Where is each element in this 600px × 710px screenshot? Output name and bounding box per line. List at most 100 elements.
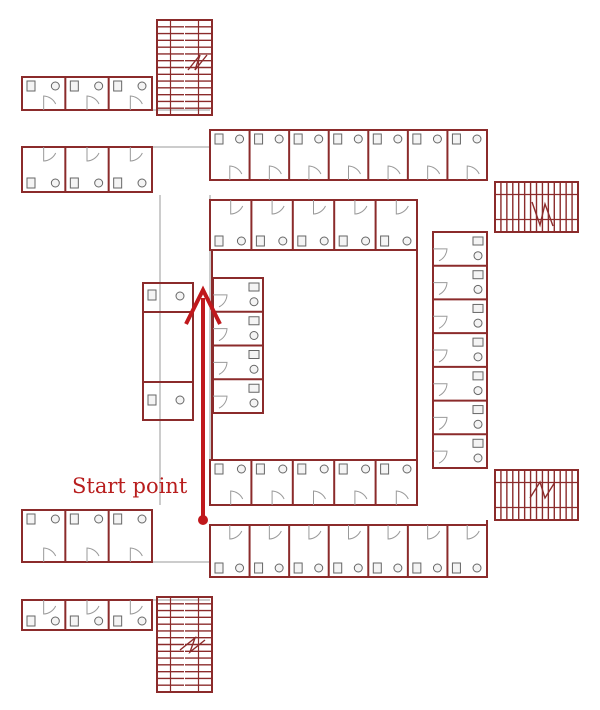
toilet-icon [338, 235, 348, 247]
door-swing-icon [129, 95, 143, 110]
sink-icon [278, 236, 288, 246]
toilet-icon [333, 133, 343, 145]
door-swing-icon [230, 490, 244, 505]
toilet-icon [214, 235, 224, 247]
toilet-icon [372, 133, 382, 145]
sink-icon [235, 134, 245, 144]
sink-icon [278, 464, 288, 474]
door-swing-icon [213, 361, 228, 375]
door-swing-icon [466, 525, 480, 540]
sink-icon [361, 464, 371, 474]
door-swing-icon [213, 294, 228, 308]
sink-icon [472, 563, 482, 573]
sink-icon [137, 514, 147, 524]
sink-icon [432, 563, 442, 573]
sink-icon [137, 616, 147, 626]
sink-icon [175, 395, 185, 405]
door-swing-icon [348, 165, 361, 180]
toilet-icon [297, 235, 307, 247]
toilet-icon [451, 133, 461, 145]
sink-icon [274, 134, 284, 144]
toilet-icon [451, 562, 461, 574]
sink-icon [473, 386, 483, 396]
room-block-outline [142, 282, 194, 421]
toilet-icon [248, 350, 260, 359]
toilet-icon [472, 303, 484, 313]
toilet-icon [333, 562, 343, 574]
door-swing-icon [43, 147, 57, 162]
sink-icon [137, 81, 147, 91]
toilet-icon [69, 80, 79, 92]
sink-icon [175, 291, 185, 301]
sink-icon [314, 134, 324, 144]
door-swing-icon [387, 165, 401, 180]
toilet-icon [113, 513, 123, 525]
toilet-icon [255, 463, 265, 475]
toilet-icon [248, 316, 260, 326]
door-swing-icon [86, 600, 100, 615]
sink-icon [94, 81, 104, 91]
sink-icon [249, 297, 259, 307]
door-swing-icon [433, 315, 448, 329]
door-swing-icon [433, 248, 448, 262]
toilet-icon [69, 177, 79, 189]
sink-icon [353, 563, 363, 573]
door-swing-icon [230, 200, 244, 215]
room-row [21, 509, 153, 563]
sink-icon [353, 134, 363, 144]
sink-icon [319, 464, 329, 474]
sink-icon [393, 134, 403, 144]
door-swing-icon [313, 490, 326, 505]
door-swing-icon [427, 525, 441, 540]
toilet-icon [26, 177, 36, 189]
toilet-icon [147, 289, 157, 301]
sink-icon [473, 352, 483, 362]
toilet-icon [472, 438, 484, 448]
sink-icon [361, 236, 371, 246]
sink-icon [473, 284, 483, 294]
door-swing-icon [213, 328, 228, 342]
door-swing-icon [86, 547, 100, 562]
toilet-icon [338, 463, 348, 475]
door-swing-icon [427, 165, 441, 180]
door-swing-icon [229, 165, 243, 180]
toilet-icon [113, 80, 123, 92]
door-swing-icon [354, 200, 368, 215]
route-path [184, 285, 222, 525]
sink-icon [236, 236, 246, 246]
start-point-label: Start point [72, 474, 188, 498]
toilet-icon [214, 463, 224, 475]
toilet-icon [248, 383, 260, 393]
toilet-icon [113, 615, 123, 627]
door-swing-icon [395, 200, 409, 215]
sink-icon [50, 514, 60, 524]
toilet-icon [254, 562, 264, 574]
sink-icon [472, 134, 482, 144]
door-swing-icon [433, 282, 448, 296]
sink-icon [50, 178, 60, 188]
courtyard [211, 249, 418, 461]
toilet-icon [472, 405, 484, 415]
room-column [432, 231, 488, 469]
door-swing-icon [229, 525, 243, 540]
door-swing-icon [268, 165, 282, 180]
door-swing-icon [213, 395, 228, 409]
toilet-icon [69, 615, 79, 627]
sink-icon [319, 236, 329, 246]
toilet-icon [214, 562, 224, 574]
sink-icon [50, 81, 60, 91]
door-swing-icon [433, 450, 448, 464]
room-block-small [142, 282, 194, 421]
door-swing-icon [271, 490, 285, 505]
door-swing-icon [433, 416, 448, 430]
toilet-icon [293, 133, 303, 145]
sink-icon [314, 563, 324, 573]
room-row [209, 129, 488, 181]
sink-icon [50, 616, 60, 626]
door-swing-icon [433, 383, 448, 397]
door-swing-icon [466, 165, 480, 180]
door-swing-icon [387, 525, 401, 540]
toilet-icon [380, 235, 390, 247]
room-row [21, 146, 153, 193]
